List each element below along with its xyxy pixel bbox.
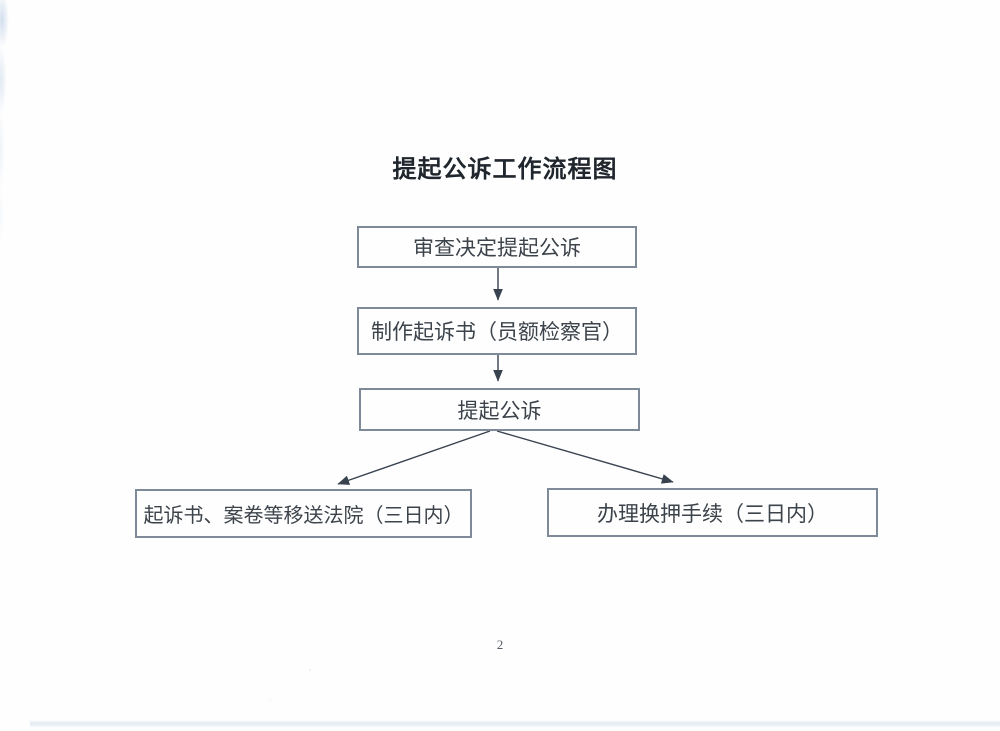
flow-node-custody-transfer-formalities: 办理换押手续（三日内）	[547, 488, 878, 537]
scan-artifact-left-edge	[0, 0, 12, 250]
flow-node-draft-indictment: 制作起诉书（员额检察官）	[357, 307, 637, 355]
flow-node-transfer-to-court: 起诉书、案卷等移送法院（三日内）	[135, 489, 472, 538]
arrow-prosecute-to-transfer-court	[337, 430, 491, 485]
scan-artifact-bottom-edge	[30, 720, 1000, 727]
flow-node-initiate-prosecution: 提起公诉	[359, 388, 640, 431]
page-title: 提起公诉工作流程图	[392, 157, 618, 183]
arrow-prosecute-to-custody-transfer	[496, 430, 674, 484]
page-number: 2	[496, 637, 504, 652]
scan-artifact-speckles	[230, 660, 450, 710]
flow-node-review-decision: 审查决定提起公诉	[357, 226, 637, 268]
